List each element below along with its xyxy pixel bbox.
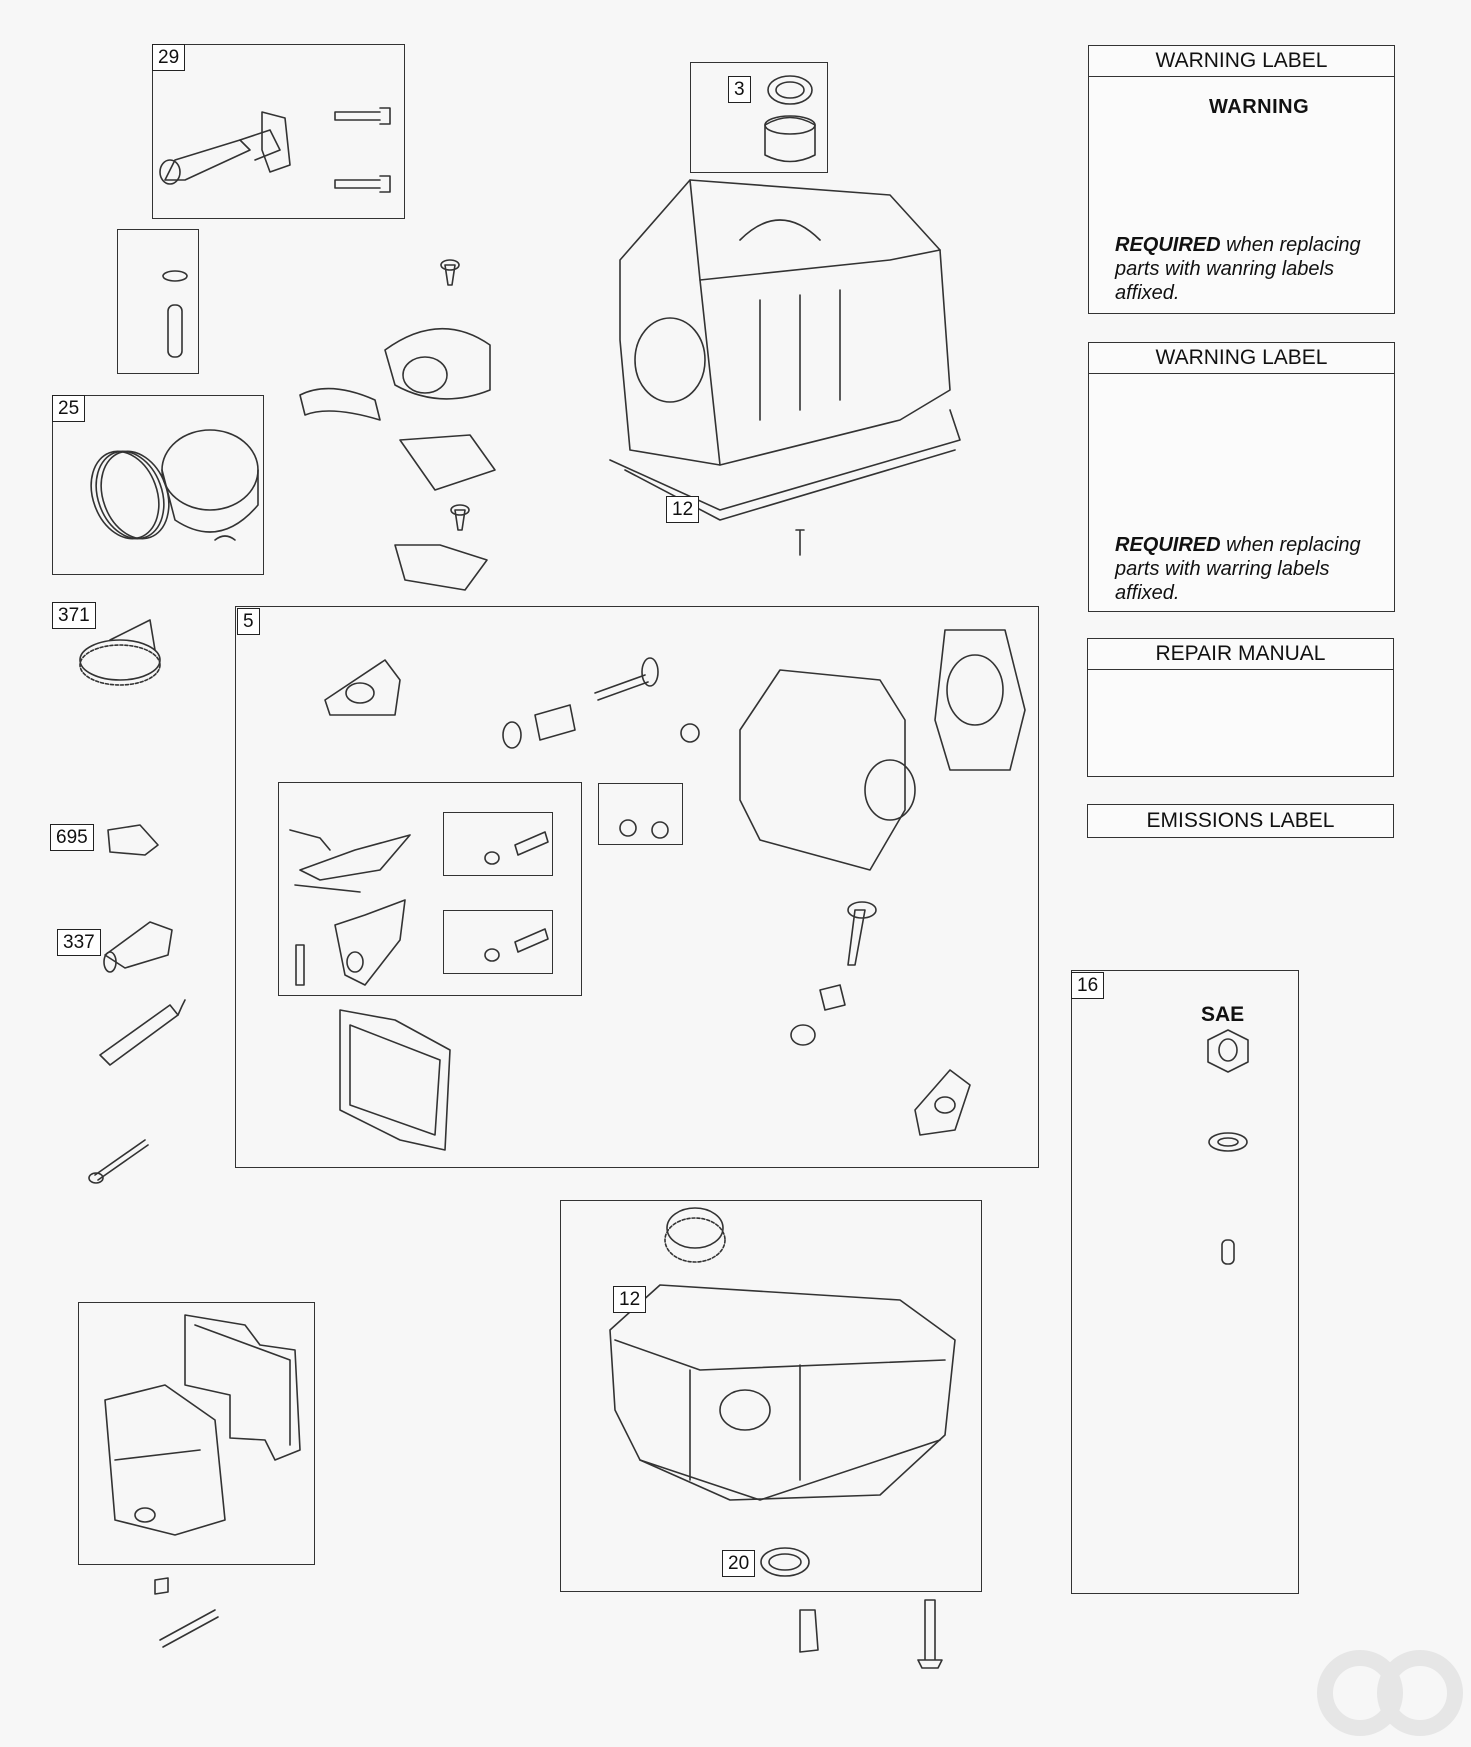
rocker-arms-drawing (289, 819, 669, 986)
valve-cover-kit-box (78, 1302, 315, 1565)
callout-16[interactable]: 16 (1071, 972, 1105, 999)
spring-sub-box-2 (443, 910, 553, 974)
required-line2-1: parts with wanring labels (1115, 258, 1334, 280)
sump-drawing (609, 1207, 956, 1669)
rocker-sub-box (278, 782, 582, 996)
required-text-1: REQUIRED (1115, 234, 1221, 256)
repair-manual-title: REPAIR MANUAL (1088, 639, 1393, 670)
engine-block-drawing (609, 179, 961, 556)
callout-12-top[interactable]: 12 (666, 496, 700, 523)
warning-label-box-1: WARNING LABEL WARNING REQUIRED when repl… (1088, 45, 1395, 314)
pin-drawing (162, 270, 188, 358)
emissions-label-title: EMISSIONS LABEL (1146, 809, 1335, 832)
emissions-label-box: EMISSIONS LABEL (1087, 804, 1394, 838)
callout-25[interactable]: 25 (52, 395, 86, 422)
required-line3-2: affixed. (1115, 582, 1180, 604)
warning-label-title-1: WARNING LABEL (1089, 46, 1394, 77)
callout-371[interactable]: 371 (52, 602, 96, 629)
sump-kit-box (560, 1200, 982, 1592)
warning-sticker-title: WARNING (1209, 96, 1310, 118)
kit-box-3 (690, 62, 828, 173)
required-line3-1: affixed. (1115, 282, 1180, 304)
callout-337[interactable]: 337 (57, 929, 101, 956)
keeper-sub-box (598, 783, 683, 845)
cylinder-head-drawing (324, 629, 1026, 1151)
gear-drawing (79, 619, 161, 686)
repair-manual-box: REPAIR MANUAL (1087, 638, 1394, 777)
kit-box-16 (1071, 970, 1299, 1594)
valve-cover-drawing (104, 1314, 301, 1648)
kit-box-5 (235, 606, 1039, 1168)
warning-label-title-2: WARNING LABEL (1089, 343, 1394, 374)
warning-label-note-2: REQUIRED when replacing parts with warri… (1115, 533, 1361, 605)
breather-drawing (299, 259, 496, 591)
sae-title: SAE (1201, 1003, 1245, 1026)
piston-rings-drawing (90, 429, 259, 541)
callout-3[interactable]: 3 (728, 76, 751, 103)
warning-label-box-2: WARNING LABEL REQUIRED when replacing pa… (1088, 342, 1395, 612)
kit-box-25 (52, 395, 264, 575)
small-parts-drawing (88, 824, 186, 1184)
callout-695[interactable]: 695 (50, 824, 94, 851)
required-rest-1: when replacing (1220, 234, 1361, 256)
required-rest-2: when replacing (1220, 534, 1361, 556)
hardware-drawing (1207, 1029, 1249, 1265)
required-text-2: REQUIRED (1115, 534, 1221, 556)
callout-12-bottom[interactable]: 12 (613, 1286, 647, 1313)
warning-label-note-1: REQUIRED when replacing parts with wanri… (1115, 233, 1361, 305)
callout-29[interactable]: 29 (152, 44, 186, 71)
watermark-logo (1317, 1650, 1463, 1736)
kit-box-29 (152, 44, 405, 219)
spring-sub-box-1 (443, 812, 553, 876)
seal-bushing-drawing (764, 75, 816, 163)
kit-box-pin (117, 229, 199, 374)
required-line2-2: parts with warring labels (1115, 558, 1330, 580)
connecting-rod-drawing (159, 107, 391, 193)
callout-20[interactable]: 20 (722, 1550, 756, 1577)
callout-5[interactable]: 5 (237, 608, 260, 635)
